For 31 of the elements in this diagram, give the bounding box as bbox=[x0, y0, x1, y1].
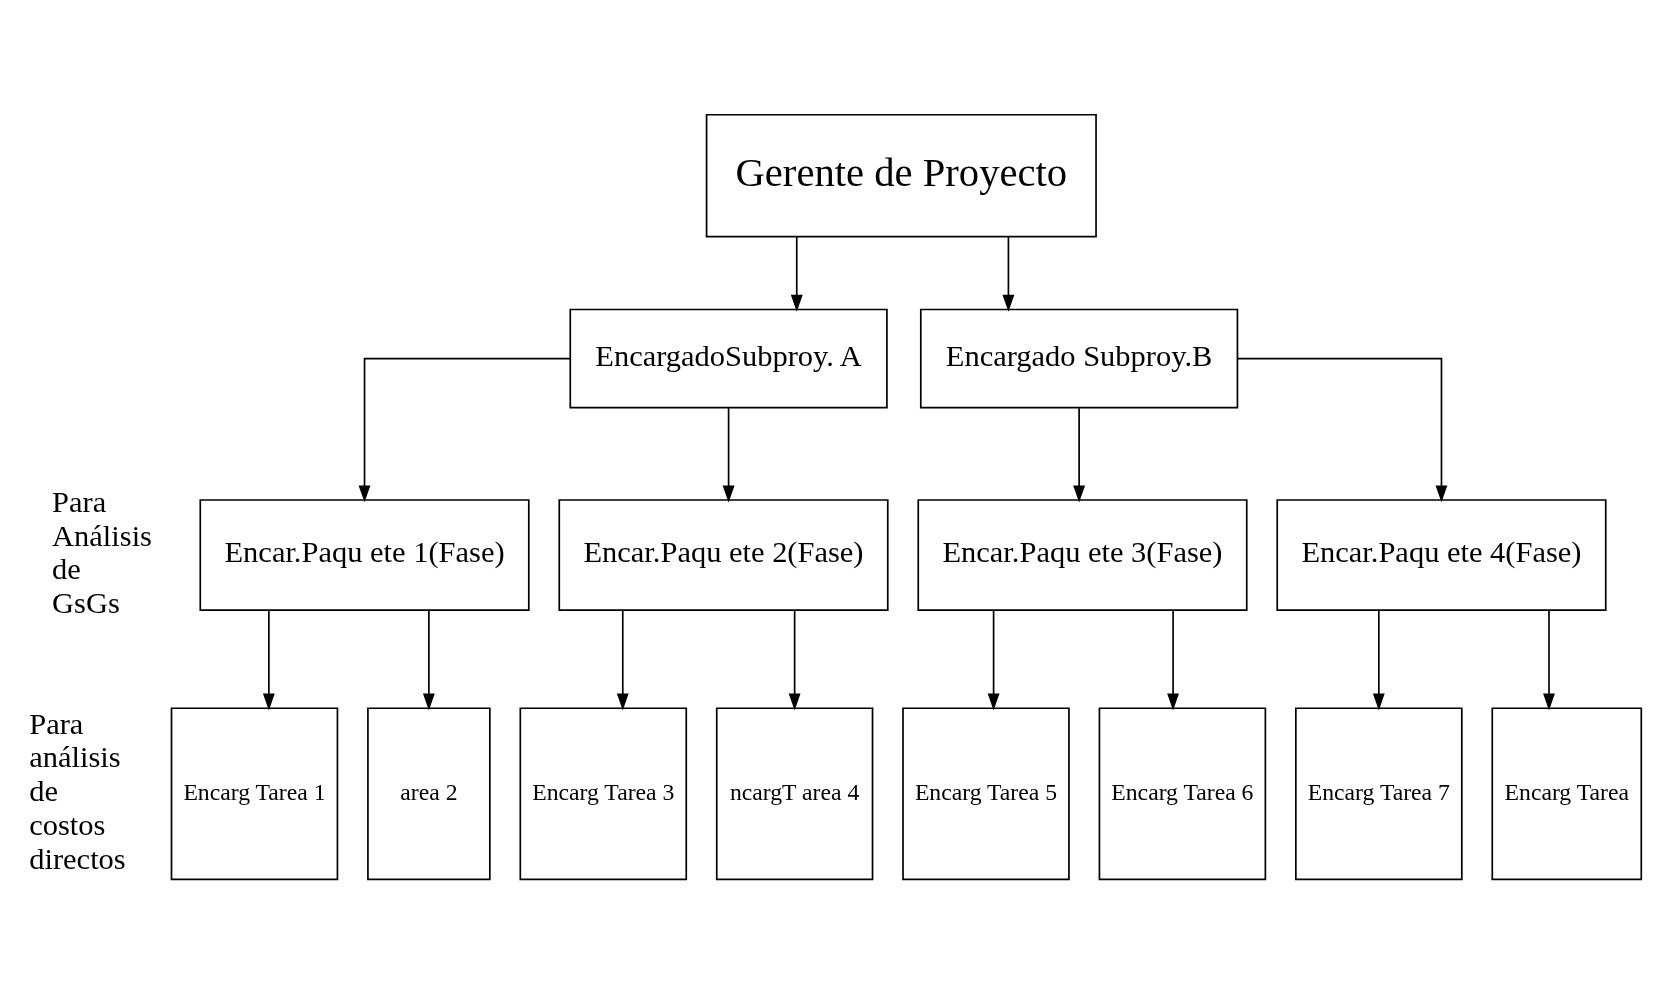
node-box: Encar.Paqu ete 2(Fase) bbox=[558, 499, 889, 611]
arrow bbox=[422, 609, 435, 711]
node-box: Encar.Paqu ete 4(Fase) bbox=[1276, 499, 1607, 611]
node-box: area 2 bbox=[367, 707, 491, 881]
label: Para análisis de costos directos bbox=[29, 706, 126, 876]
arrow bbox=[262, 609, 275, 711]
node-box: Encar.Paqu ete 3(Fase) bbox=[917, 499, 1248, 611]
arrow bbox=[1372, 609, 1385, 711]
arrow bbox=[987, 609, 1000, 711]
arrow bbox=[788, 609, 801, 711]
node-box: Encarg Tarea 7 bbox=[1295, 707, 1463, 881]
node-box: Gerente de Proyecto bbox=[705, 113, 1097, 238]
arrow bbox=[1073, 407, 1086, 503]
node-box: Encarg Tarea 5 bbox=[902, 707, 1070, 881]
arrow bbox=[616, 609, 629, 711]
arrow bbox=[790, 236, 803, 312]
node-box: Encarg Tarea 3 bbox=[519, 707, 688, 881]
label: Para Análisis de GsGs bbox=[52, 484, 152, 621]
node-box: Encarg Tarea 1 bbox=[170, 707, 339, 881]
arrow bbox=[1002, 236, 1015, 312]
arrow bbox=[1167, 609, 1180, 711]
node-box: Encargado Subproy.B bbox=[919, 308, 1239, 409]
node-box: ncargT area 4 bbox=[715, 707, 874, 881]
arrow bbox=[1543, 609, 1555, 711]
node-box: Encarg Tarea bbox=[1491, 707, 1643, 881]
arrow bbox=[358, 357, 571, 503]
node-box: Encar.Paqu ete 1(Fase) bbox=[199, 499, 530, 611]
arrow bbox=[1236, 357, 1448, 503]
arrow bbox=[722, 407, 735, 503]
node-box: EncargadoSubproy. A bbox=[569, 308, 888, 409]
node-box: Encarg Tarea 6 bbox=[1098, 707, 1267, 881]
